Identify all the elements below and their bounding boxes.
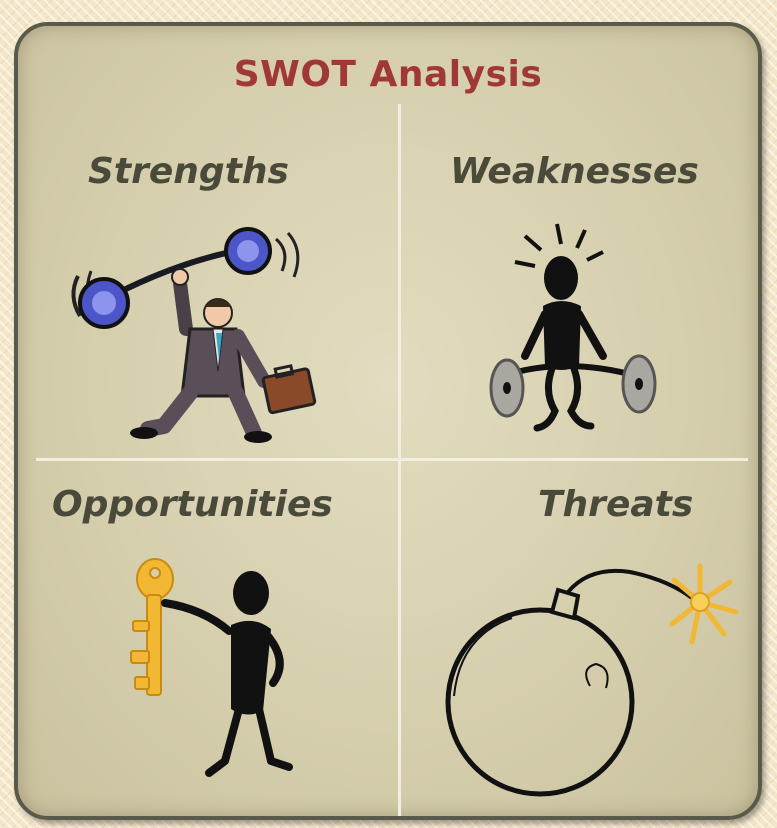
threats-label: Threats (538, 484, 694, 525)
weaknesses-label: Weaknesses (450, 151, 699, 192)
vertical-divider (398, 104, 401, 816)
diagram-title: SWOT Analysis (233, 54, 543, 95)
opportunities-label: Opportunities (52, 484, 333, 525)
strengths-label: Strengths (88, 151, 289, 192)
weightlifter-businessman-icon (58, 221, 358, 451)
struggling-weightlifter-icon (463, 216, 703, 446)
bomb-icon (430, 546, 750, 806)
swot-board: SWOT Analysis Strengths (14, 22, 762, 820)
horizontal-divider (36, 458, 748, 461)
figure-holding-key-icon (113, 551, 333, 791)
